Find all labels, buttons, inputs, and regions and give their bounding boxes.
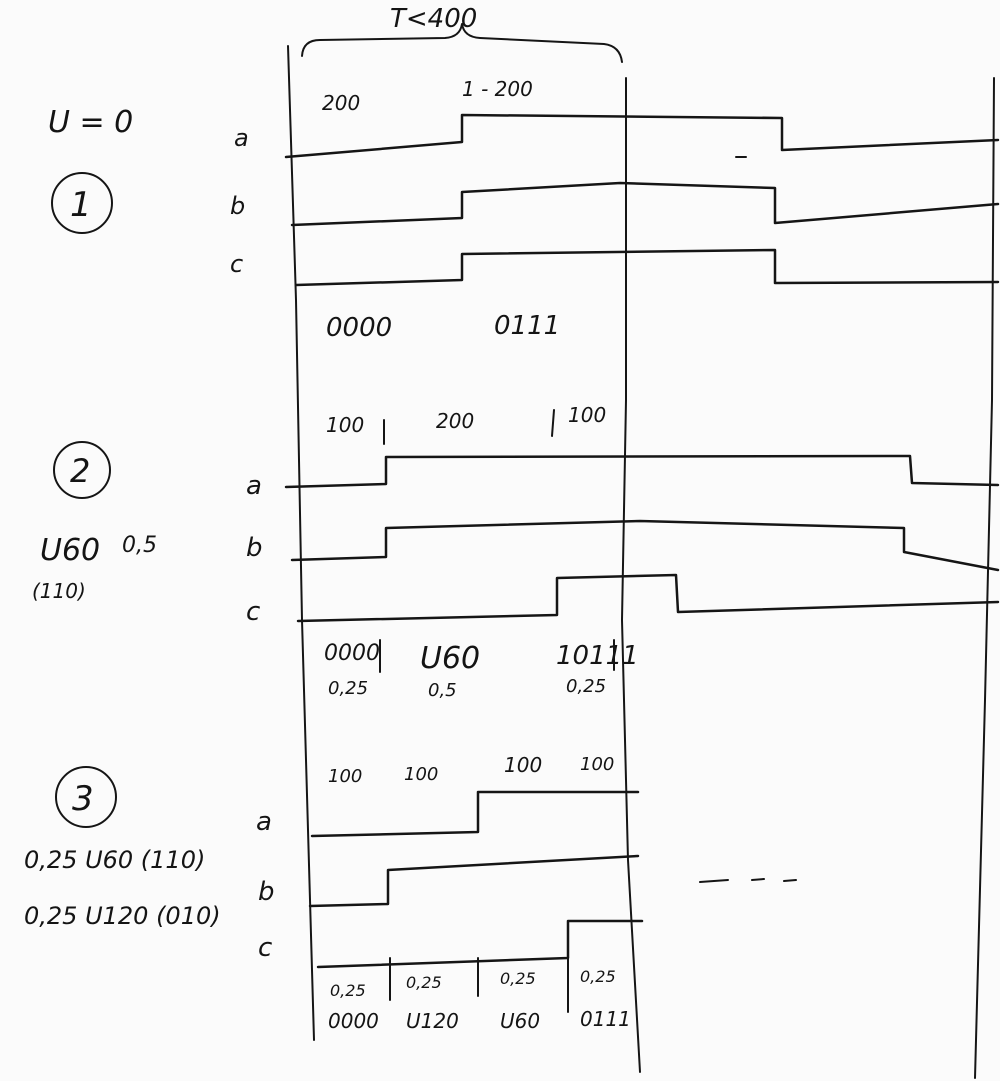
section1-signal-c: c (230, 250, 243, 278)
period-brace (301, 23, 623, 63)
section2-number-circle (53, 441, 111, 499)
section1-state-1: 0000 (326, 313, 392, 343)
section2-waveform-c (296, 573, 1000, 623)
section1-waveform-c (294, 248, 1000, 287)
section2-state-2: U60 (420, 641, 480, 676)
section3-duration-1: 0,25 (330, 981, 366, 1000)
section2-vector: U60 (40, 533, 100, 568)
period-end-line (621, 77, 641, 1073)
section2-waveform-a (284, 454, 1000, 489)
section2-timing-1: 100 (326, 413, 364, 437)
section1-signal-b: b (230, 192, 245, 220)
right-boundary-line (974, 77, 995, 1079)
section3-timing-4: 100 (580, 754, 614, 775)
section3-number: 3 (72, 779, 94, 819)
section3-timing-3: 100 (504, 753, 542, 777)
period-start-line (287, 45, 315, 1041)
section2-waveform-b (290, 519, 1000, 572)
section3-signal-b: b (258, 877, 275, 907)
stray-dash-marks (699, 156, 797, 883)
section2-timing-separators (383, 409, 555, 445)
section1-waveform-b (290, 181, 1000, 227)
section3-duration-3: 0,25 (500, 969, 536, 988)
section2-number: 2 (70, 452, 90, 490)
section1-number: 1 (70, 185, 92, 225)
section3-state-separators (389, 957, 569, 1013)
section2-signal-b: b (246, 533, 263, 563)
section2-duty: 0,5 (122, 533, 157, 558)
section2-signal-c: c (246, 597, 260, 627)
section3-waveform-b (308, 854, 640, 908)
section1-timing-2: 1 - 200 (462, 77, 533, 101)
section2-signal-a: a (246, 471, 262, 501)
section3-state-1: 0000 (328, 1009, 379, 1033)
section3-line1: 0,25 U60 (110) (24, 846, 205, 874)
section2-timing-3: 100 (568, 403, 606, 427)
section3-state-4: 0111 (580, 1007, 631, 1031)
section2-duration-2: 0,5 (428, 680, 457, 701)
section2-duration-1: 0,25 (328, 678, 368, 699)
section3-state-2: U120 (406, 1009, 459, 1033)
section1-signal-a: a (234, 124, 249, 152)
section1-timing-1: 200 (322, 91, 360, 115)
section1-waveform-a (284, 113, 1000, 159)
section3-signal-c: c (258, 933, 272, 963)
section3-waveform-c (316, 919, 644, 969)
section3-signal-a: a (256, 807, 272, 837)
section1-title: U = 0 (48, 105, 133, 140)
section2-state-1: 0000 (324, 641, 380, 666)
section3-duration-4: 0,25 (580, 967, 616, 986)
section2-state-separators (379, 639, 615, 673)
section1-number-circle (51, 172, 113, 234)
period-label: T<400 (390, 4, 477, 34)
section3-number-circle (55, 766, 117, 828)
section2-state-3: 10111 (556, 641, 639, 671)
section3-waveform-a (310, 790, 640, 838)
section3-state-3: U60 (500, 1009, 540, 1033)
section3-timing-2: 100 (404, 764, 438, 785)
section2-code: (110) (32, 579, 86, 603)
section3-line2: 0,25 U120 (010) (24, 902, 221, 930)
section2-timing-2: 200 (436, 409, 474, 433)
section3-timing-1: 100 (328, 766, 362, 787)
section3-duration-2: 0,25 (406, 973, 442, 992)
section1-state-2: 0111 (494, 311, 560, 341)
section2-duration-3: 0,25 (566, 676, 606, 697)
